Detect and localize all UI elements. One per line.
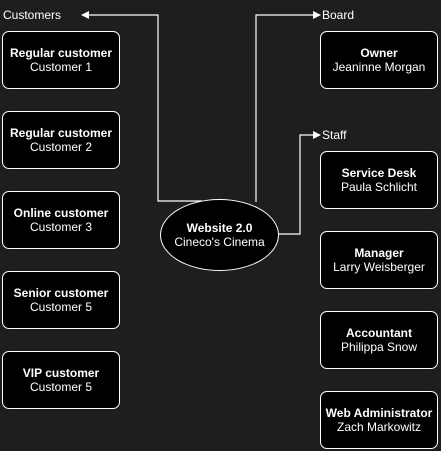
staff-node: Web Administrator Zach Markowitz [320, 391, 438, 449]
board-node: Owner Jeaninne Morgan [320, 31, 438, 89]
connector-customers [81, 11, 202, 202]
website-hub-node: Website 2.0 Cineco's Cinema [160, 199, 279, 271]
node-name: Customer 5 [29, 300, 93, 314]
customer-node: Senior customer Customer 5 [2, 271, 120, 329]
node-role: Accountant [346, 326, 412, 340]
customer-node: VIP customer Customer 5 [2, 351, 120, 409]
node-name: Customer 3 [29, 220, 93, 234]
node-name: Larry Weisberger [333, 260, 425, 274]
node-role: Senior customer [13, 286, 109, 300]
node-role: Online customer [13, 206, 109, 220]
customers-group-label: Customers [3, 8, 62, 22]
customer-node: Online customer Customer 3 [2, 191, 120, 249]
node-name: Philippa Snow [340, 340, 418, 354]
node-role: VIP customer [22, 366, 100, 380]
staff-node: Service Desk Paula Schlicht [320, 151, 438, 209]
connector-board [255, 11, 321, 202]
customer-node: Regular customer Customer 1 [2, 31, 120, 89]
hub-title: Website 2.0 [186, 221, 253, 235]
board-group-label: Board [322, 8, 355, 22]
node-role: Manager [354, 246, 404, 260]
node-role: Web Administrator [325, 406, 433, 420]
node-name: Zach Markowitz [336, 420, 422, 434]
node-role: Regular customer [9, 126, 113, 140]
node-role: Owner [360, 46, 398, 60]
staff-group-label: Staff [322, 128, 347, 142]
node-name: Customer 2 [29, 140, 93, 154]
hub-subtitle: Cineco's Cinema [174, 235, 265, 249]
staff-node: Manager Larry Weisberger [320, 231, 438, 289]
connector-staff [279, 131, 321, 235]
node-name: Jeaninne Morgan [332, 60, 426, 74]
node-name: Customer 1 [29, 60, 93, 74]
node-role: Service Desk [341, 166, 417, 180]
node-role: Regular customer [9, 46, 113, 60]
staff-node: Accountant Philippa Snow [320, 311, 438, 369]
node-name: Customer 5 [29, 380, 93, 394]
node-name: Paula Schlicht [340, 180, 418, 194]
customer-node: Regular customer Customer 2 [2, 111, 120, 169]
